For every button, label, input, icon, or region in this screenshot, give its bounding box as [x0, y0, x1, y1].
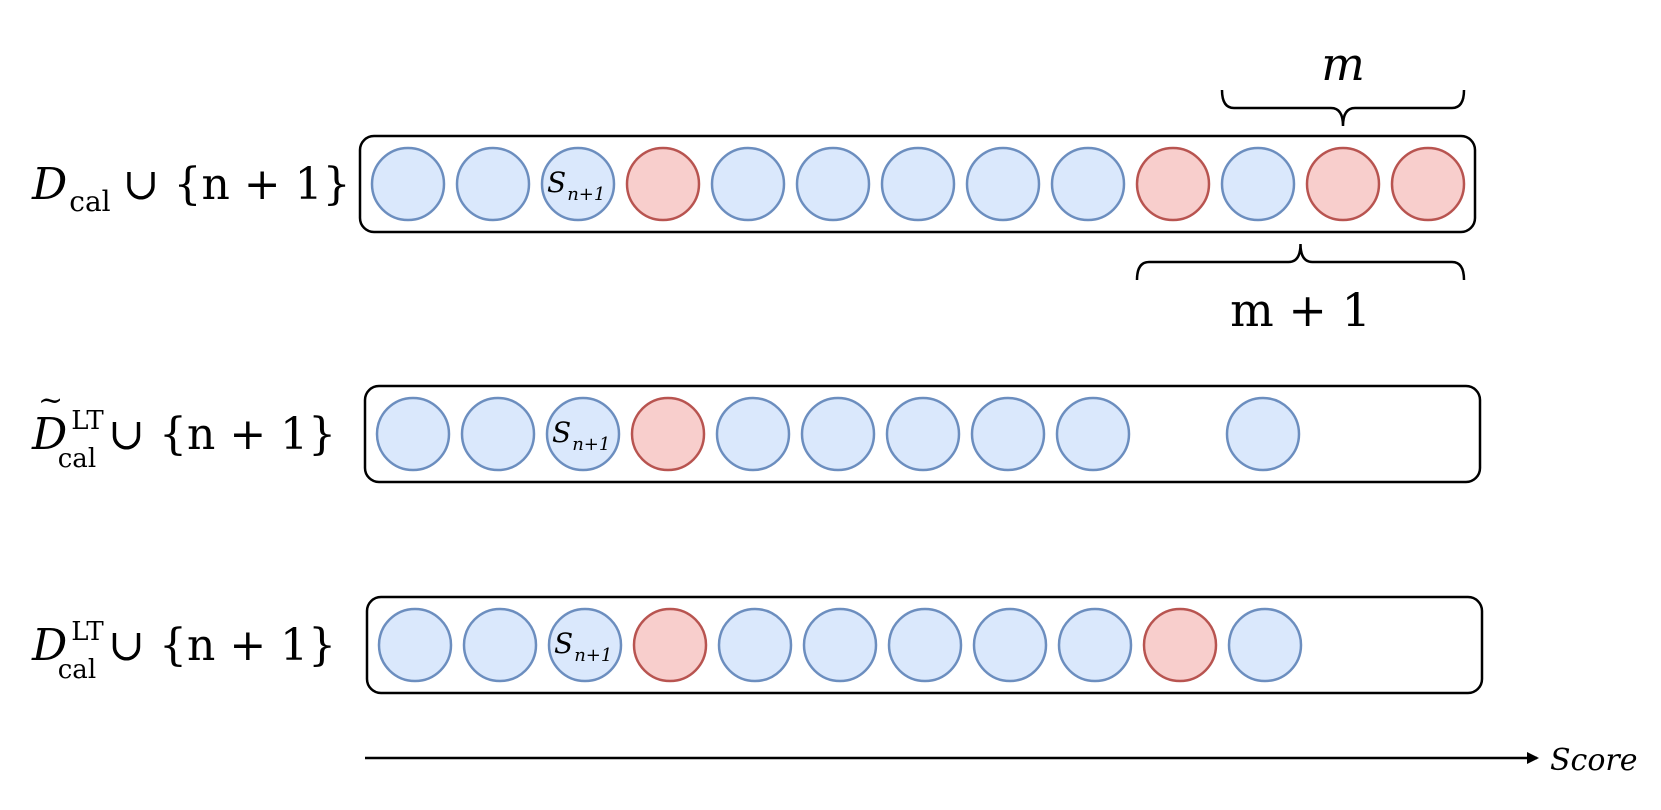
bottom-brace-label: m + 1 — [1230, 283, 1371, 337]
label-union: ∪ {n + 1} — [123, 159, 351, 210]
blue-score-circle — [795, 146, 871, 222]
label-union: ∪ {n + 1} — [108, 620, 336, 671]
test-score-circle — [545, 396, 621, 472]
row-1: Dcal ∪ {n + 1} Sn+1 — [31, 134, 1477, 234]
label-subscript: cal — [69, 185, 110, 218]
test-score-circle — [547, 607, 623, 683]
blue-score-circle — [887, 607, 963, 683]
label-superscript: LT — [71, 406, 104, 436]
blue-score-circle — [965, 146, 1041, 222]
blue-score-circle — [800, 396, 876, 472]
blue-score-circle — [462, 607, 538, 683]
blue-score-circle — [370, 146, 446, 222]
row-label: Dcal ∪ {n + 1} — [31, 159, 351, 218]
braces-layer: m m + 1 — [1135, 37, 1466, 337]
set-symbol: D — [31, 159, 67, 210]
blue-score-circle — [1225, 396, 1301, 472]
top-brace — [1220, 89, 1466, 127]
blue-score-circle — [972, 607, 1048, 683]
blue-score-circle — [455, 146, 531, 222]
red-score-circle — [1142, 607, 1218, 683]
blue-score-circle — [1227, 607, 1303, 683]
blue-score-circle — [710, 146, 786, 222]
score-axis-label: Score — [1550, 743, 1638, 778]
set-symbol: D — [31, 409, 67, 460]
blue-score-circle — [1057, 607, 1133, 683]
label-superscript: LT — [71, 617, 104, 647]
blue-score-circle — [375, 396, 451, 472]
blue-score-circle — [970, 396, 1046, 472]
blue-score-circle — [880, 146, 956, 222]
test-point-label: Sn+1 — [554, 627, 612, 666]
blue-score-circle — [885, 396, 961, 472]
blue-score-circle — [460, 396, 536, 472]
blue-score-circle — [1055, 396, 1131, 472]
blue-score-circle — [717, 607, 793, 683]
score-axis: Score — [365, 743, 1638, 778]
bottom-brace — [1135, 243, 1466, 281]
label-subscript: cal — [58, 444, 96, 474]
ranking-box — [365, 595, 1484, 695]
set-symbol: D — [31, 620, 67, 671]
blue-score-circle — [715, 396, 791, 472]
test-point-label: Sn+1 — [552, 416, 610, 455]
tilde-accent: ~ — [38, 383, 63, 418]
red-score-circle — [1135, 146, 1211, 222]
test-point-label: Sn+1 — [547, 166, 605, 205]
label-union: ∪ {n + 1} — [108, 409, 336, 460]
ranking-box — [358, 134, 1477, 234]
red-score-circle — [630, 396, 706, 472]
top-brace-label: m — [1321, 37, 1365, 91]
red-score-circle — [625, 146, 701, 222]
ranking-box — [363, 384, 1482, 484]
label-subscript: cal — [58, 655, 96, 685]
blue-score-circle — [802, 607, 878, 683]
blue-score-circle — [1050, 146, 1126, 222]
blue-score-circle — [1220, 146, 1296, 222]
red-score-circle — [632, 607, 708, 683]
blue-score-circle — [377, 607, 453, 683]
red-score-circle — [1305, 146, 1381, 222]
red-score-circle — [1390, 146, 1466, 222]
test-score-circle — [540, 146, 616, 222]
